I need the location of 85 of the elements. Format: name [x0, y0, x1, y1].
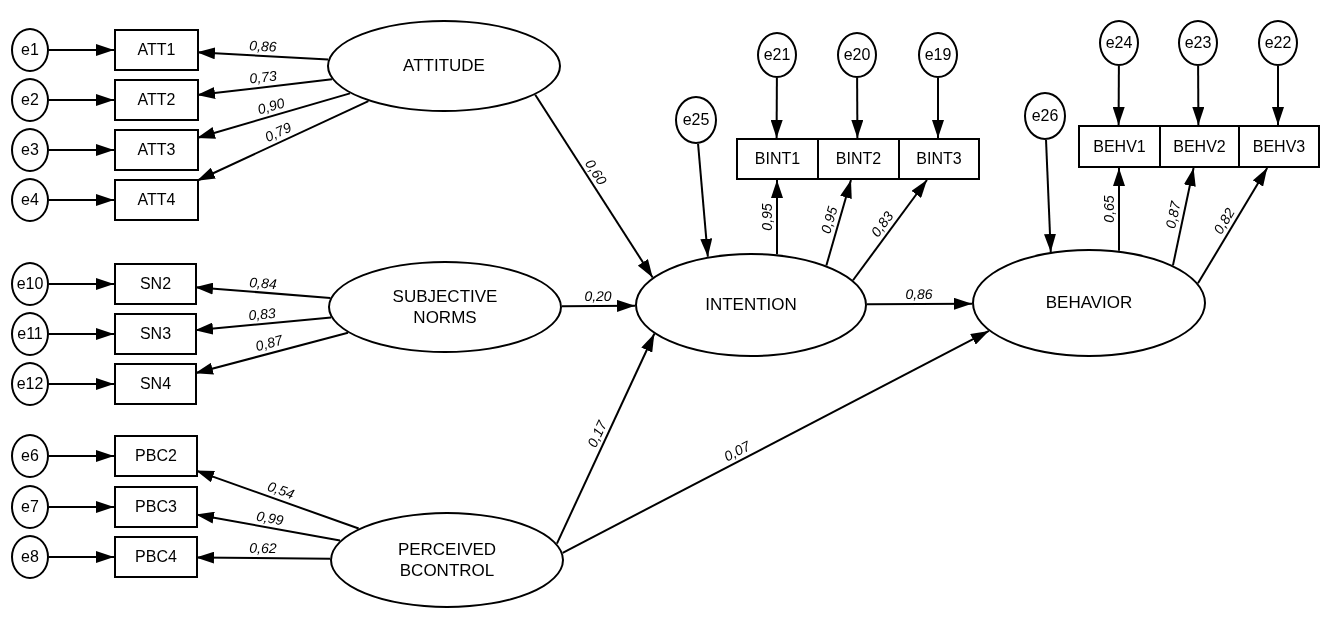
- error-circle: e8: [11, 535, 49, 579]
- edge-label: 0,87: [253, 333, 284, 354]
- arrow: [770, 77, 783, 139]
- indicator-box: BINT2: [817, 138, 900, 180]
- arrow: [48, 144, 115, 156]
- edge-label: 0,83: [247, 305, 277, 323]
- arrow: [561, 299, 636, 312]
- edge-label: 0,54: [265, 478, 296, 502]
- error-circle: e21: [757, 32, 797, 78]
- arrow: [48, 328, 115, 340]
- edge-label: 0,62: [249, 540, 277, 556]
- edge-label: 0,99: [255, 508, 285, 527]
- arrow: [196, 100, 370, 182]
- arrow: [48, 450, 115, 462]
- edge-label: 0,95: [760, 203, 774, 231]
- indicator-box: ATT2: [114, 79, 199, 121]
- indicator-box: SN3: [114, 313, 197, 355]
- latent-ellipse: BEHAVIOR: [972, 249, 1206, 357]
- indicator-box: PBC2: [114, 435, 198, 477]
- latent-ellipse: ATTITUDE: [327, 20, 561, 112]
- latent-ellipse: INTENTION: [635, 253, 867, 357]
- arrow: [771, 179, 783, 256]
- indicator-box: ATT4: [114, 179, 199, 221]
- indicator-box: SN4: [114, 363, 197, 405]
- arrow: [852, 179, 928, 282]
- arrow: [866, 297, 973, 310]
- arrow: [48, 501, 115, 513]
- indicator-box: BINT1: [736, 138, 819, 180]
- indicator-box: BEHV1: [1078, 125, 1161, 168]
- error-circle: e4: [11, 178, 49, 222]
- arrow: [1113, 167, 1125, 252]
- error-circle: e10: [11, 262, 49, 306]
- error-circle: e20: [837, 32, 877, 78]
- edge-label: 0,17: [584, 419, 609, 450]
- arrow: [1112, 65, 1125, 126]
- arrow: [48, 378, 115, 390]
- indicator-box: BEHV2: [1159, 125, 1240, 168]
- indicator-box: BINT3: [898, 138, 980, 180]
- arrow: [48, 44, 115, 56]
- arrow: [48, 278, 115, 290]
- error-circle: e19: [918, 32, 958, 78]
- arrow: [48, 551, 115, 563]
- error-circle: e3: [11, 128, 49, 172]
- arrow: [1192, 65, 1205, 126]
- edge-label: 0,87: [1163, 199, 1184, 230]
- error-circle: e6: [11, 434, 49, 478]
- latent-ellipse: SUBJECTIVE NORMS: [328, 261, 562, 353]
- error-circle: e2: [11, 78, 49, 122]
- edge-label: 0,84: [249, 274, 278, 291]
- indicator-box: ATT3: [114, 129, 199, 171]
- error-circle: e22: [1258, 20, 1298, 66]
- arrow: [561, 329, 990, 554]
- edge-label: 0,90: [255, 95, 286, 117]
- edge-label: 0,86: [905, 286, 934, 302]
- indicator-box: SN2: [114, 263, 197, 305]
- arrow: [825, 179, 852, 267]
- error-circle: e12: [11, 362, 49, 406]
- arrow: [851, 77, 864, 139]
- error-circle: e23: [1178, 20, 1218, 66]
- indicator-box: PBC4: [114, 536, 198, 578]
- edge-label: 0,95: [818, 204, 840, 235]
- arrow: [1197, 167, 1269, 285]
- arrow: [534, 93, 654, 279]
- error-circle: e26: [1024, 92, 1066, 140]
- arrow: [555, 332, 656, 545]
- error-circle: e11: [11, 312, 49, 356]
- edge-label: 0,86: [249, 38, 278, 54]
- arrow: [1171, 167, 1196, 267]
- error-circle: e25: [675, 96, 717, 144]
- arrow: [1272, 65, 1284, 126]
- indicator-box: ATT1: [114, 29, 199, 71]
- error-circle: e24: [1099, 20, 1139, 66]
- edge-label: 0,65: [1102, 195, 1116, 223]
- edge-label: 0,07: [721, 438, 753, 464]
- arrow: [48, 94, 115, 106]
- error-circle: e1: [11, 28, 49, 72]
- arrow: [48, 194, 115, 206]
- edge-label: 0,73: [248, 68, 278, 86]
- error-circle: e7: [11, 485, 49, 529]
- arrow: [932, 77, 944, 139]
- latent-ellipse: PERCEIVED BCONTROL: [330, 512, 564, 608]
- edge-label: 0,20: [584, 288, 613, 304]
- indicator-box: PBC3: [114, 486, 198, 528]
- edge-label: 0,79: [263, 119, 294, 144]
- indicator-box: BEHV3: [1238, 125, 1320, 168]
